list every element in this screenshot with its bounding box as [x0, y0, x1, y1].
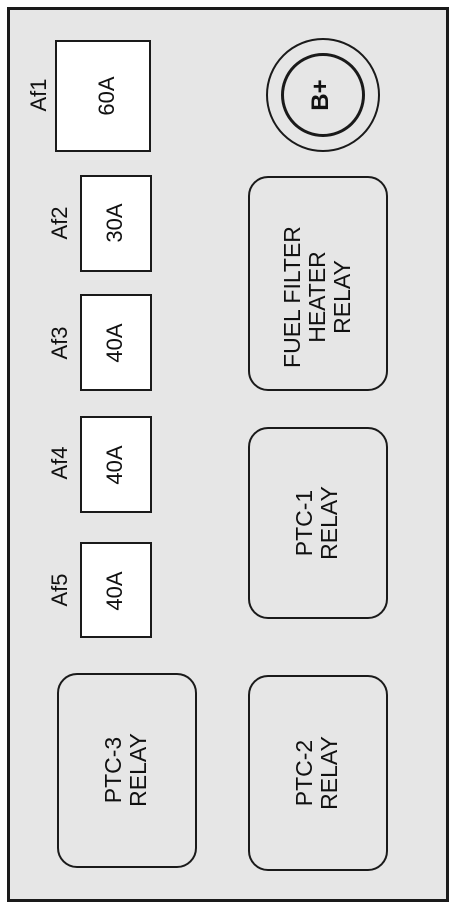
fuse-af2-rating: 30A: [102, 203, 127, 243]
fuse-af2: [80, 175, 152, 272]
fuse-af5-rating: 40A: [102, 571, 127, 611]
ptc-2-relay: [248, 675, 388, 871]
fuse-af3-rating: 40A: [102, 323, 127, 363]
ptc-2-relay-label: PTC-2 RELAY: [291, 723, 344, 823]
fuse-af2-label: Af2: [47, 206, 72, 240]
battery-terminal-inner-ring: [281, 53, 365, 137]
fuse-af3-label: Af3: [47, 326, 72, 360]
fuse-af1-rating: 60A: [94, 76, 119, 116]
ptc-2-relay-line2: RELAY: [315, 736, 342, 810]
fuse-af4-rating: 40A: [102, 445, 127, 485]
ptc-2-relay-line1: PTC-2: [291, 739, 317, 807]
fuse-af1-label: Af1: [26, 78, 51, 112]
fuse-af3: [80, 294, 152, 391]
ptc-3-relay-line2: RELAY: [124, 733, 151, 807]
ptc-1-relay: [248, 427, 388, 619]
fuse-af1: [55, 40, 151, 152]
fuse-af4-label: Af4: [47, 446, 72, 480]
fuel-filter-heater-relay: [248, 176, 388, 391]
fuse-af5-label: Af5: [47, 573, 72, 607]
fuel-filter-heater-relay-line2: HEATER: [303, 251, 330, 343]
ptc-1-relay-label: PTC-1 RELAY: [291, 473, 344, 573]
fuse-af4: [80, 416, 152, 513]
ptc-1-relay-line1: PTC-1: [291, 489, 317, 557]
ptc-3-relay-line1: PTC-3: [100, 736, 126, 804]
fuel-filter-heater-relay-line3: RELAY: [328, 260, 355, 334]
fuel-filter-heater-relay-label: FUEL FILTER HEATER RELAY: [279, 209, 356, 385]
ptc-3-relay-label: PTC-3 RELAY: [100, 720, 153, 820]
ptc-1-relay-line2: RELAY: [315, 486, 342, 560]
fuse-af5: [80, 542, 152, 638]
fuel-filter-heater-relay-line1: FUEL FILTER: [279, 226, 305, 368]
battery-terminal-label: B+: [307, 79, 334, 111]
ptc-3-relay: [57, 673, 197, 868]
